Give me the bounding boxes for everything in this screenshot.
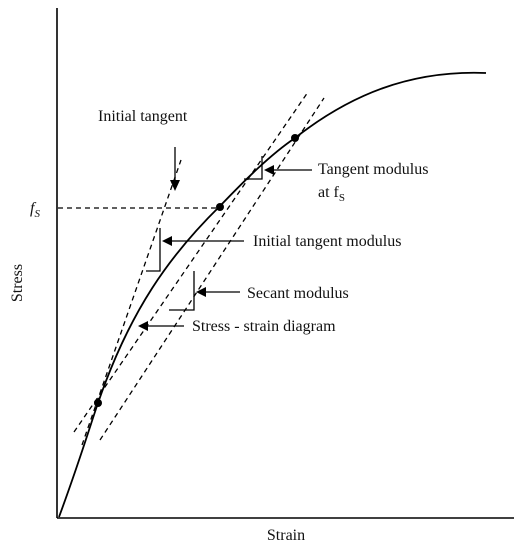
secant-line <box>73 91 309 433</box>
initial-tangent-modulus-arrowhead <box>162 236 172 246</box>
secant-slope-triangle <box>169 271 195 311</box>
tangent-modulus-arrowhead <box>264 165 274 175</box>
x-axis-label: Strain <box>267 527 305 544</box>
initial-tangent-modulus-label: Initial tangent modulus <box>253 233 401 250</box>
tangent-modulus-at-text: at f <box>318 184 340 201</box>
tangent-line-at-fs <box>99 97 325 441</box>
tangent-modulus-fs-subscript: S <box>339 192 345 204</box>
tangent-modulus-label: Tangent modulus <box>318 161 428 178</box>
secant-modulus-label: Secant modulus <box>247 285 349 302</box>
tangent-slope-triangle <box>244 156 263 180</box>
tangent-modulus-at-fs-label: at fS <box>318 184 345 204</box>
fs-axis-f: f <box>30 200 37 217</box>
secant-modulus-arrowhead <box>196 287 206 297</box>
fs-point <box>216 203 224 211</box>
initial-tangent-label: Initial tangent <box>98 108 188 125</box>
y-axis-label: Stress <box>9 264 26 302</box>
upper-point <box>291 134 299 142</box>
stress-strain-arrowhead <box>138 321 148 331</box>
lower-point <box>94 399 102 407</box>
stress-strain-diagram-label: Stress - strain diagram <box>192 318 336 335</box>
fs-axis-subscript: S <box>34 208 40 220</box>
initial-tangent-slope-triangle <box>146 228 161 272</box>
fs-axis-label: fS <box>30 200 40 220</box>
initial-tangent-arrowhead <box>170 180 180 191</box>
